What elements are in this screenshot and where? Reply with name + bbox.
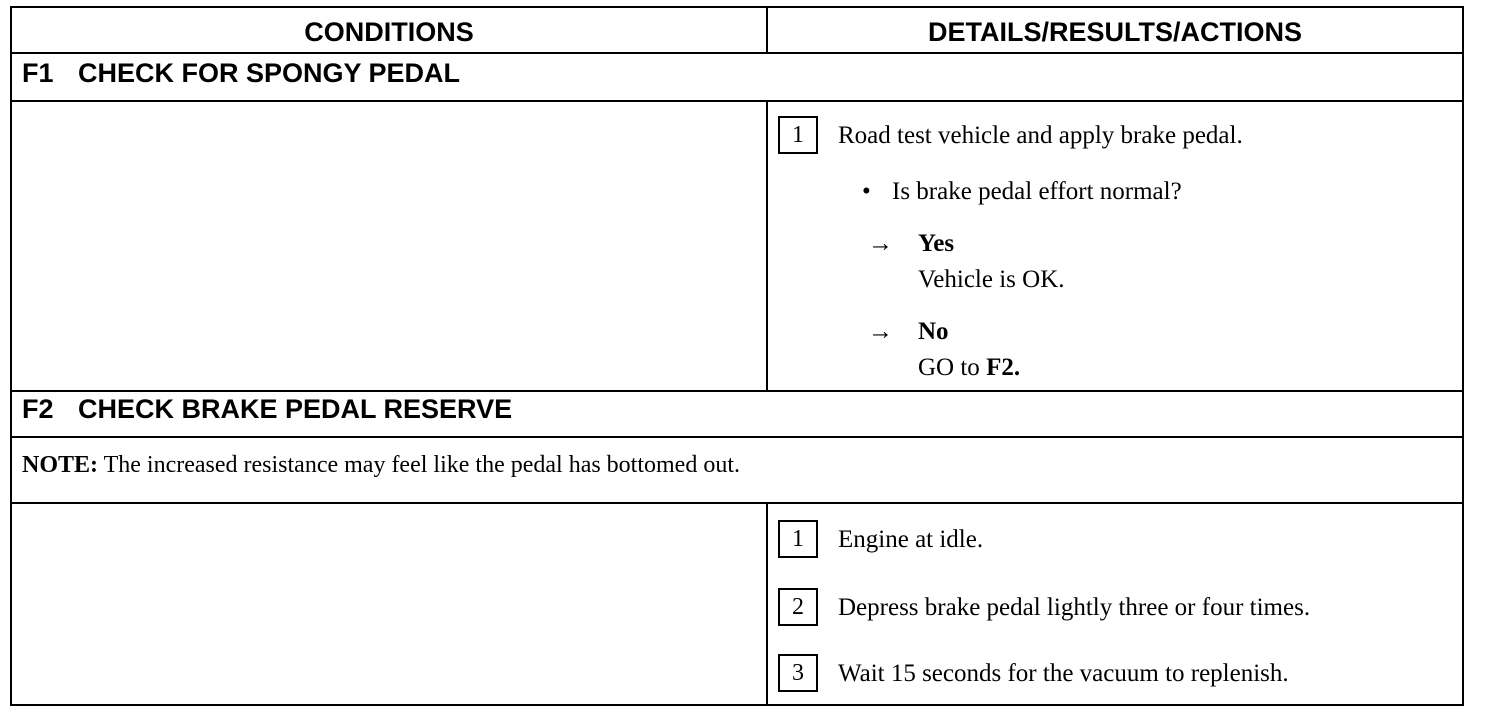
f1-step-1-number: 1 xyxy=(778,116,818,154)
f2-step-1-number: 1 xyxy=(778,520,818,558)
no-label: No xyxy=(918,318,949,345)
yes-label: Yes xyxy=(918,230,955,257)
header-divider xyxy=(12,52,1462,54)
f2-title-divider xyxy=(12,436,1462,438)
note-text: The increased resistance may feel like t… xyxy=(98,452,741,478)
f2-section-title: F2 CHECK BRAKE PEDAL RESERVE xyxy=(22,394,512,425)
bullet: • xyxy=(862,178,871,205)
yes-result: Vehicle is OK. xyxy=(918,266,1065,293)
f1-title-divider xyxy=(12,100,1462,102)
details-header: DETAILS/RESULTS/ACTIONS xyxy=(927,17,1302,47)
f2-title: CHECK BRAKE PEDAL RESERVE xyxy=(78,394,513,424)
f2-step-2-text: Depress brake pedal lightly three or fou… xyxy=(838,594,1311,621)
arrow-icon: → xyxy=(868,230,893,257)
f2-id: F2 xyxy=(22,394,54,424)
f1-step-1-text: Road test vehicle and apply brake pedal. xyxy=(838,122,1243,149)
f1-column-divider xyxy=(766,100,768,392)
f2-note: NOTE: The increased resistance may feel … xyxy=(22,452,740,479)
f2-step-2-number: 2 xyxy=(778,588,818,626)
f1-id: F1 xyxy=(22,58,54,88)
note-divider xyxy=(12,502,1462,504)
arrow-icon: → xyxy=(868,318,893,345)
no-result-prefix: GO to xyxy=(918,354,987,381)
f2-step-3-text: Wait 15 seconds for the vacuum to replen… xyxy=(838,660,1289,687)
no-result: GO to F2. xyxy=(918,354,1020,382)
f2-column-divider xyxy=(766,502,768,706)
note-label: NOTE: xyxy=(22,452,99,478)
f1-question: Is brake pedal effort normal? xyxy=(892,178,1182,205)
f1-title: CHECK FOR SPONGY PEDAL xyxy=(78,58,461,88)
conditions-header: CONDITIONS xyxy=(304,17,474,47)
f2-step-3-number: 3 xyxy=(778,654,818,692)
f1-end-divider xyxy=(12,390,1462,392)
f2-step-1-text: Engine at idle. xyxy=(838,526,984,553)
f1-section-title: F1 CHECK FOR SPONGY PEDAL xyxy=(22,58,460,89)
header-column-divider xyxy=(766,8,768,54)
no-result-ref: F2. xyxy=(986,354,1021,381)
